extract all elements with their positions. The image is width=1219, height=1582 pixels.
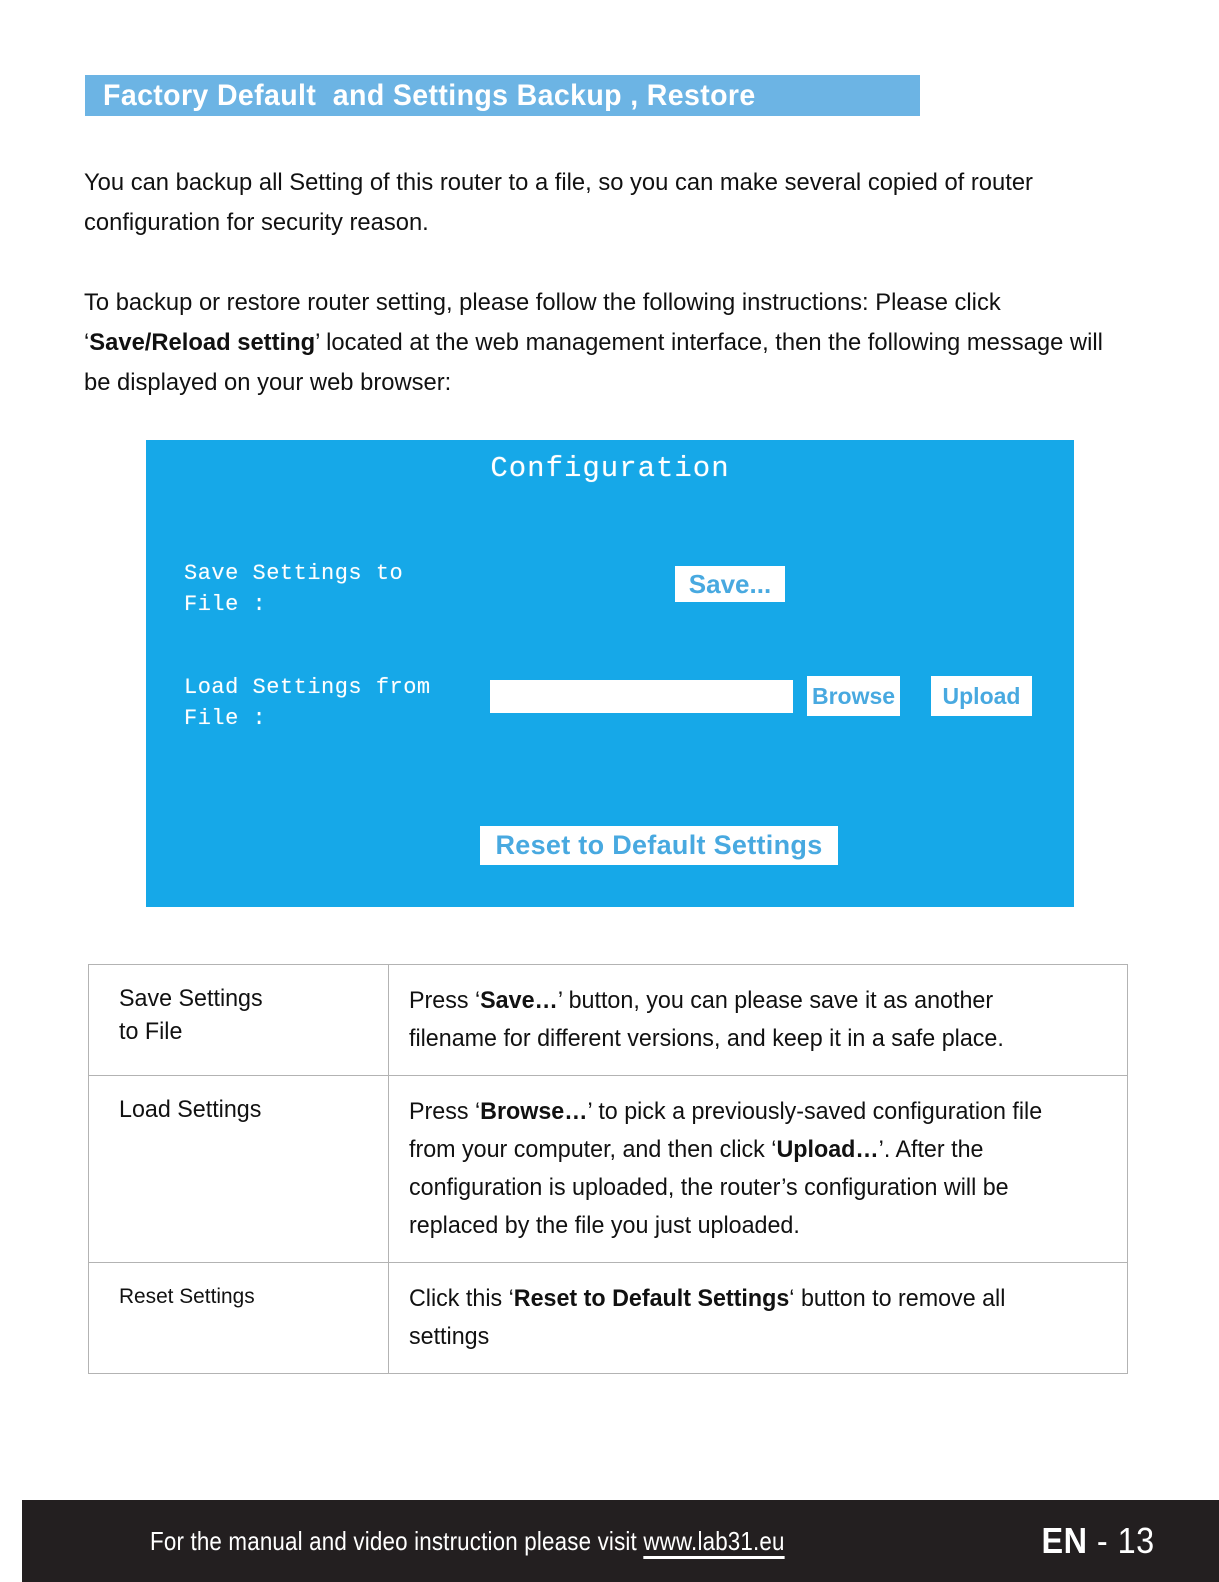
page-title: Factory Default and Settings Backup , Re… — [103, 78, 756, 112]
description-text: Press ‘Save…’ button, you can please sav… — [409, 982, 1086, 1058]
load-settings-from-file-label: Load Settings from File : — [184, 675, 431, 731]
description-text: Click this ‘Reset to Default Settings‘ b… — [409, 1280, 1086, 1356]
table-row: Reset Settings Click this ‘Reset to Defa… — [88, 1262, 1128, 1374]
page-number-block: EN - 13 — [1042, 1520, 1155, 1562]
page-footer: For the manual and video instruction ple… — [22, 1500, 1219, 1582]
desc-emphasis: Save… — [480, 987, 558, 1014]
table-row: Load Settings Press ‘Browse…’ to pick a … — [88, 1075, 1128, 1263]
configuration-heading: Configuration — [490, 452, 730, 485]
table-cell-description: Press ‘Save…’ button, you can please sav… — [388, 964, 1128, 1076]
term-label: Reset Settings — [119, 1284, 255, 1308]
save-settings-to-file-label: Save Settings to File : — [184, 561, 404, 617]
desc-segment: Click this ‘ — [409, 1285, 514, 1312]
browse-button[interactable]: Browse — [807, 676, 900, 716]
table-cell-description: Click this ‘Reset to Default Settings‘ b… — [388, 1262, 1128, 1374]
page-number: 13 — [1118, 1520, 1155, 1561]
intro-paragraph-2-before: To backup or restore router setting, ple… — [84, 289, 1001, 356]
table-cell-term: Save Settings to File — [88, 964, 389, 1076]
desc-segment: ’. After the configuration is uploaded, … — [409, 1136, 1009, 1239]
desc-segment: ‘ button to remove all settings — [409, 1285, 1006, 1350]
table-row: Save Settings to File Press ‘Save…’ butt… — [88, 964, 1128, 1076]
desc-segment: Press ‘ — [409, 1098, 481, 1125]
intro-text-block: You can backup all Setting of this route… — [84, 163, 1144, 403]
save-button[interactable]: Save... — [675, 566, 785, 602]
language-code: EN — [1041, 1520, 1088, 1561]
file-path-input[interactable] — [490, 680, 793, 713]
intro-paragraph-2-after: ’ located at the web management interfac… — [84, 329, 1103, 396]
page-header-banner: Factory Default and Settings Backup , Re… — [85, 75, 920, 116]
save-reload-setting-emphasis: Save/Reload setting — [89, 329, 316, 356]
settings-description-table: Save Settings to File Press ‘Save…’ butt… — [88, 964, 1128, 1374]
term-label: Save Settings to File — [119, 985, 263, 1045]
desc-emphasis: Upload… — [776, 1136, 879, 1163]
table-cell-term: Reset Settings — [88, 1262, 389, 1374]
desc-emphasis: Browse… — [480, 1098, 588, 1125]
table-cell-term: Load Settings — [88, 1075, 389, 1263]
table-body: Save Settings to File Press ‘Save…’ butt… — [88, 964, 1128, 1374]
intro-paragraph-1: You can backup all Setting of this route… — [84, 169, 1033, 236]
desc-segment: Press ‘ — [409, 987, 481, 1014]
desc-emphasis: Reset to Default Settings — [513, 1285, 790, 1312]
footer-website-link[interactable]: www.lab31.eu — [643, 1525, 785, 1556]
reset-to-default-settings-button[interactable]: Reset to Default Settings — [480, 826, 838, 865]
description-text: Press ‘Browse…’ to pick a previously-sav… — [409, 1093, 1086, 1245]
desc-segment: ’ button, you can please save it as anot… — [409, 987, 1004, 1052]
desc-segment: ’ to pick a previously-saved configurati… — [409, 1098, 1043, 1163]
intro-paragraph-2: To backup or restore router setting, ple… — [84, 283, 1112, 403]
footer-note: For the manual and video instruction ple… — [150, 1526, 785, 1557]
table-cell-description: Press ‘Browse…’ to pick a previously-sav… — [388, 1075, 1128, 1263]
footer-note-text: For the manual and video instruction ple… — [150, 1525, 644, 1556]
router-configuration-screenshot: Configuration Save Settings to File : Sa… — [146, 440, 1074, 907]
term-label: Load Settings — [119, 1096, 262, 1123]
page-number-separator: - — [1087, 1520, 1119, 1561]
upload-button[interactable]: Upload — [931, 676, 1032, 716]
